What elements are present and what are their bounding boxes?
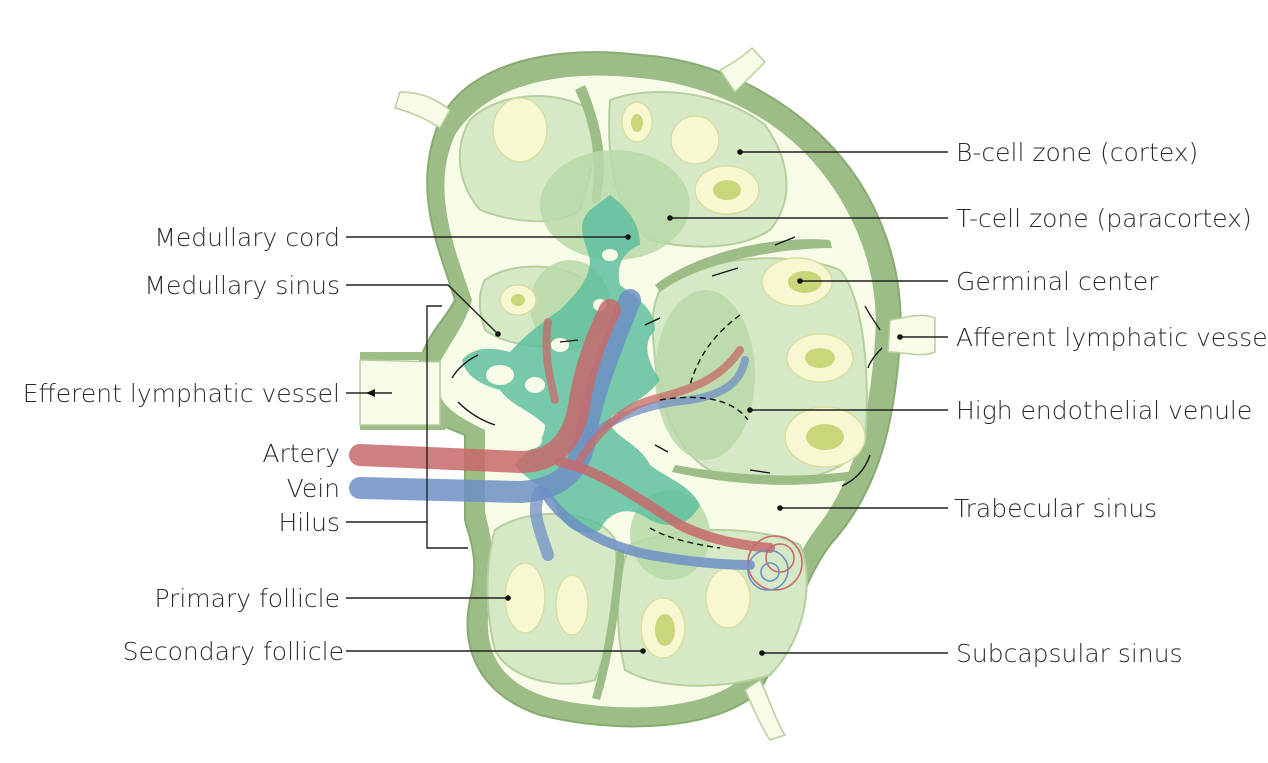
label-vein: Vein — [287, 474, 340, 503]
label-subcapsular-sinus: Subcapsular sinus — [956, 639, 1183, 668]
left-labels: Medullary cord Medullary sinus Efferent … — [23, 223, 344, 666]
label-primary-follicle: Primary follicle — [154, 584, 340, 613]
blood-vessels — [349, 289, 775, 570]
hev-outlines — [649, 314, 749, 549]
right-labels: B-cell zone (cortex) T-cell zone (paraco… — [954, 138, 1268, 668]
label-artery: Artery — [262, 439, 340, 468]
label-medullary-sinus: Medullary sinus — [144, 271, 340, 300]
label-secondary-follicle: Secondary follicle — [123, 637, 344, 666]
medullary-sinus-holes — [486, 249, 670, 463]
efferent-vessel-shape — [359, 359, 441, 426]
label-high-endothelial-venule: High endothelial venule — [956, 396, 1252, 425]
label-afferent-lymphatic-vessel: Afferent lymphatic vessel — [956, 323, 1268, 352]
capillary-network — [747, 535, 803, 591]
label-t-cell-zone: T-cell zone (paracortex) — [956, 204, 1252, 233]
label-medullary-cord: Medullary cord — [154, 223, 340, 252]
label-hilus: Hilus — [278, 508, 340, 537]
label-trabecular-sinus: Trabecular sinus — [954, 494, 1157, 523]
leader-lines — [346, 149, 948, 656]
afferent-vessel-shape — [887, 314, 936, 356]
label-efferent-lymphatic-vessel: Efferent lymphatic vessel — [23, 379, 340, 408]
afferent-vessel-top-right — [718, 46, 767, 94]
flow-arrows — [451, 236, 883, 487]
germinal-centers — [511, 114, 844, 646]
afferent-vessel-top-left — [394, 91, 451, 130]
label-germinal-center: Germinal center — [956, 267, 1159, 296]
label-b-cell-zone: B-cell zone (cortex) — [956, 138, 1198, 167]
afferent-vessel-bottom — [744, 678, 787, 741]
